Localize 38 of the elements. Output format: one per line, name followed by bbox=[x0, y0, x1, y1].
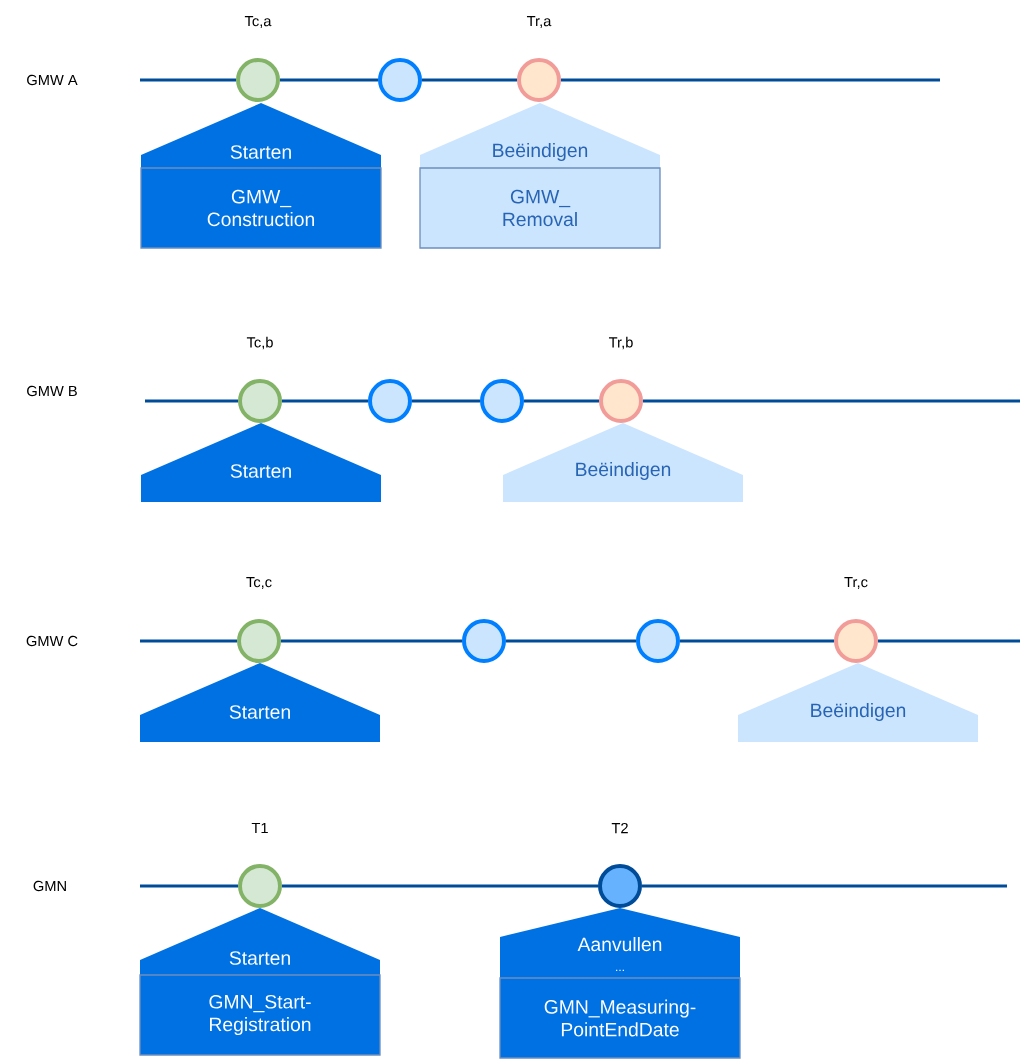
label-box: GMN_Measuring-PointEndDate bbox=[499, 977, 741, 1059]
row-label: GMW A bbox=[27, 74, 78, 86]
label-box: GMW_ Removal bbox=[419, 167, 661, 249]
row-label: GMN bbox=[33, 880, 66, 892]
timeline-line bbox=[281, 639, 462, 643]
timeline-line bbox=[642, 884, 1007, 888]
time-label: T1 bbox=[251, 822, 268, 834]
timeline-line bbox=[140, 639, 237, 643]
timeline-line bbox=[140, 884, 238, 888]
label-box: GMW_ Construction bbox=[140, 167, 382, 249]
timeline-line bbox=[282, 884, 598, 888]
event-circle bbox=[462, 619, 506, 663]
timeline-line bbox=[422, 78, 517, 82]
time-label: Tc,c bbox=[246, 577, 272, 589]
timeline-line bbox=[280, 78, 378, 82]
timeline-line bbox=[140, 78, 236, 82]
time-label: Tr,b bbox=[608, 336, 633, 350]
event-circle bbox=[636, 619, 680, 663]
time-label: Tr,a bbox=[526, 16, 552, 28]
timeline-line bbox=[524, 399, 599, 403]
timeline-line bbox=[282, 399, 368, 403]
timeline-line bbox=[412, 399, 480, 403]
event-circle bbox=[378, 58, 422, 102]
row-label: GMW B bbox=[27, 385, 77, 397]
timeline-line bbox=[643, 399, 1020, 403]
time-label: Tc,b bbox=[246, 336, 273, 350]
event-circle bbox=[480, 379, 524, 423]
label-box: GMN_Start-Registration bbox=[139, 974, 381, 1056]
timeline-line bbox=[506, 639, 636, 643]
timeline-line bbox=[878, 639, 1020, 643]
event-circle bbox=[368, 379, 412, 423]
timeline-line bbox=[561, 78, 940, 82]
time-label: T2 bbox=[611, 822, 628, 834]
time-label: Tc,a bbox=[244, 16, 272, 28]
row-label: GMW C bbox=[26, 635, 78, 647]
time-label: Tr,c bbox=[844, 577, 868, 589]
timeline-line bbox=[145, 399, 238, 403]
timeline-line bbox=[680, 639, 834, 643]
